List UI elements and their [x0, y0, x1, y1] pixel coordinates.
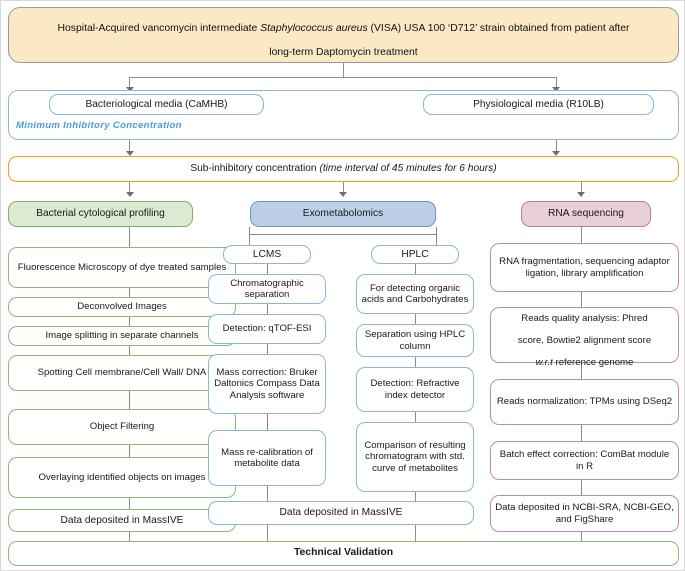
- branch-header-hplc: HPLC: [371, 245, 459, 264]
- connector-rna-4: [580, 425, 582, 441]
- connector-sub-right: [580, 182, 582, 193]
- top-node-strain: Hospital-Acquired vancomycin intermediat…: [8, 7, 679, 63]
- connector-bcp-2: [129, 288, 131, 297]
- connector-to-hplc: [436, 233, 438, 245]
- sub-inhibitory-main: Sub-inhibitory concentration: [190, 163, 320, 175]
- rnaseq-step-2-line3: reference genome: [552, 357, 634, 369]
- bcp-step-5: Object Filtering: [8, 409, 236, 445]
- connector-exo-stem-right: [436, 227, 438, 234]
- connector-hplc-to-validation: [415, 525, 417, 541]
- bcp-step-4: Spotting Cell membrane/Cell Wall/ DNA: [8, 355, 236, 391]
- arrow-mic-right: [552, 151, 560, 156]
- connector-lcms-to-validation: [267, 525, 269, 541]
- arrow-to-bcp: [125, 192, 134, 197]
- connector-mic-left: [129, 140, 131, 152]
- hplc-step-1: For detecting organic acids and Carbohyd…: [356, 274, 474, 314]
- column-header-rnaseq: RNA sequencing: [521, 201, 651, 227]
- sub-inhibitory-node: Sub-inhibitory concentration (time inter…: [8, 156, 679, 182]
- connector-rna-to-validation: [580, 532, 582, 541]
- connector-rna-3: [580, 363, 582, 379]
- exometabolomics-deposit: Data deposited in MassIVE: [208, 501, 474, 525]
- connector-hplc-5: [415, 492, 417, 501]
- connector-bcp-7: [129, 498, 131, 509]
- top-node-line1-a: Hospital-Acquired vancomycin intermediat…: [57, 22, 261, 34]
- arrow-mic-left: [125, 151, 134, 156]
- connector-bcp-3: [129, 317, 131, 326]
- connector-mic-right: [555, 140, 557, 152]
- arrow-to-bacteriological: [125, 87, 134, 92]
- column-header-exometabolomics: Exometabolomics: [250, 201, 436, 227]
- connector-hplc-2: [415, 314, 417, 324]
- connector-top-split: [129, 76, 556, 78]
- top-node-line1-b: (VISA) USA 100 ‘D712’ strain obtained fr…: [367, 22, 630, 34]
- hplc-step-4: Comparison of resulting chromatogram wit…: [356, 422, 474, 492]
- rnaseq-step-2: Reads quality analysis: Phred score, Bow…: [490, 307, 679, 368]
- lcms-step-3: Mass correction: Bruker Daltonics Compas…: [208, 354, 326, 414]
- arrow-to-physiological: [552, 87, 560, 92]
- connector-top-right: [555, 77, 557, 88]
- hplc-step-2: Separation using HPLC column: [356, 324, 474, 357]
- connector-hplc-3: [415, 357, 417, 367]
- connector-exo-split: [249, 233, 436, 235]
- connector-bcp-5: [129, 391, 131, 409]
- hplc-step-3: Detection: Refractive index detector: [356, 367, 474, 412]
- connector-top-stem: [342, 63, 344, 77]
- sub-inhibitory-italic: (time interval of 45 minutes for 6 hours…: [319, 163, 497, 175]
- connector-sub-mid: [342, 182, 344, 193]
- connector-to-lcms: [249, 233, 251, 245]
- connector-exo-stem-left: [249, 227, 251, 234]
- rnaseq-step-2-line2: score, Bowtie2 alignment score: [517, 335, 652, 346]
- connector-hplc-4: [415, 412, 417, 422]
- rnaseq-step-1: RNA fragmentation, sequencing adaptor li…: [490, 243, 679, 292]
- rnaseq-step-2-wrt: w.r.t: [535, 357, 553, 369]
- rnaseq-step-3: Reads normalization: TPMs using DSeq2: [490, 379, 679, 425]
- connector-bcp-6: [129, 445, 131, 457]
- connector-bcp-4: [129, 346, 131, 355]
- rnaseq-step-4: Batch effect correction: ComBat module i…: [490, 441, 679, 480]
- media-physiological: Physiological media (R10LB): [423, 94, 654, 115]
- technical-validation-node: Technical Validation: [8, 541, 679, 566]
- lcms-step-4: Mass re-calibration of metabolite data: [208, 430, 326, 486]
- bcp-step-2: Deconvolved Images: [8, 297, 236, 317]
- arrow-to-exometabolomics: [339, 192, 347, 197]
- top-node-line2: long-term Daptomycin treatment: [269, 47, 418, 59]
- connector-lcms-3: [267, 344, 269, 354]
- connector-top-left: [129, 77, 131, 88]
- connector-rna-2: [580, 292, 582, 307]
- connector-hplc-1: [415, 264, 417, 274]
- bcp-deposit: Data deposited in MassIVE: [8, 509, 236, 532]
- rnaseq-deposit: Data deposited in NCBI-SRA, NCBI-GEO, an…: [490, 495, 679, 532]
- rnaseq-step-2-line1: Reads quality analysis: Phred: [521, 312, 648, 324]
- arrow-to-rnaseq: [577, 192, 585, 197]
- connector-lcms-1: [267, 264, 269, 274]
- branch-header-lcms: LCMS: [223, 245, 311, 264]
- lcms-step-1: Chromatographic separation: [208, 274, 326, 304]
- mic-label: Minimum Inhibitory Concentration: [16, 120, 182, 131]
- top-node-species: Staphylococcus aureus: [260, 22, 368, 34]
- connector-lcms-4: [267, 414, 269, 430]
- connector-sub-left: [129, 182, 131, 193]
- bcp-step-3: Image splitting in separate channels: [8, 326, 236, 346]
- connector-bcp-1: [129, 227, 131, 247]
- connector-rna-5: [580, 480, 582, 495]
- connector-rna-1: [580, 227, 582, 243]
- lcms-step-2: Detection: qTOF-ESI: [208, 314, 326, 344]
- connector-bcp-to-validation: [129, 532, 131, 541]
- connector-lcms-2: [267, 304, 269, 314]
- media-bacteriological: Bacteriological media (CaMHB): [49, 94, 264, 115]
- column-header-bcp: Bacterial cytological profiling: [8, 201, 193, 227]
- bcp-step-1: Fluorescence Microscopy of dye treated s…: [8, 247, 236, 288]
- bcp-step-6: Overlaying identified objects on images: [8, 457, 236, 498]
- connector-lcms-5: [267, 486, 269, 501]
